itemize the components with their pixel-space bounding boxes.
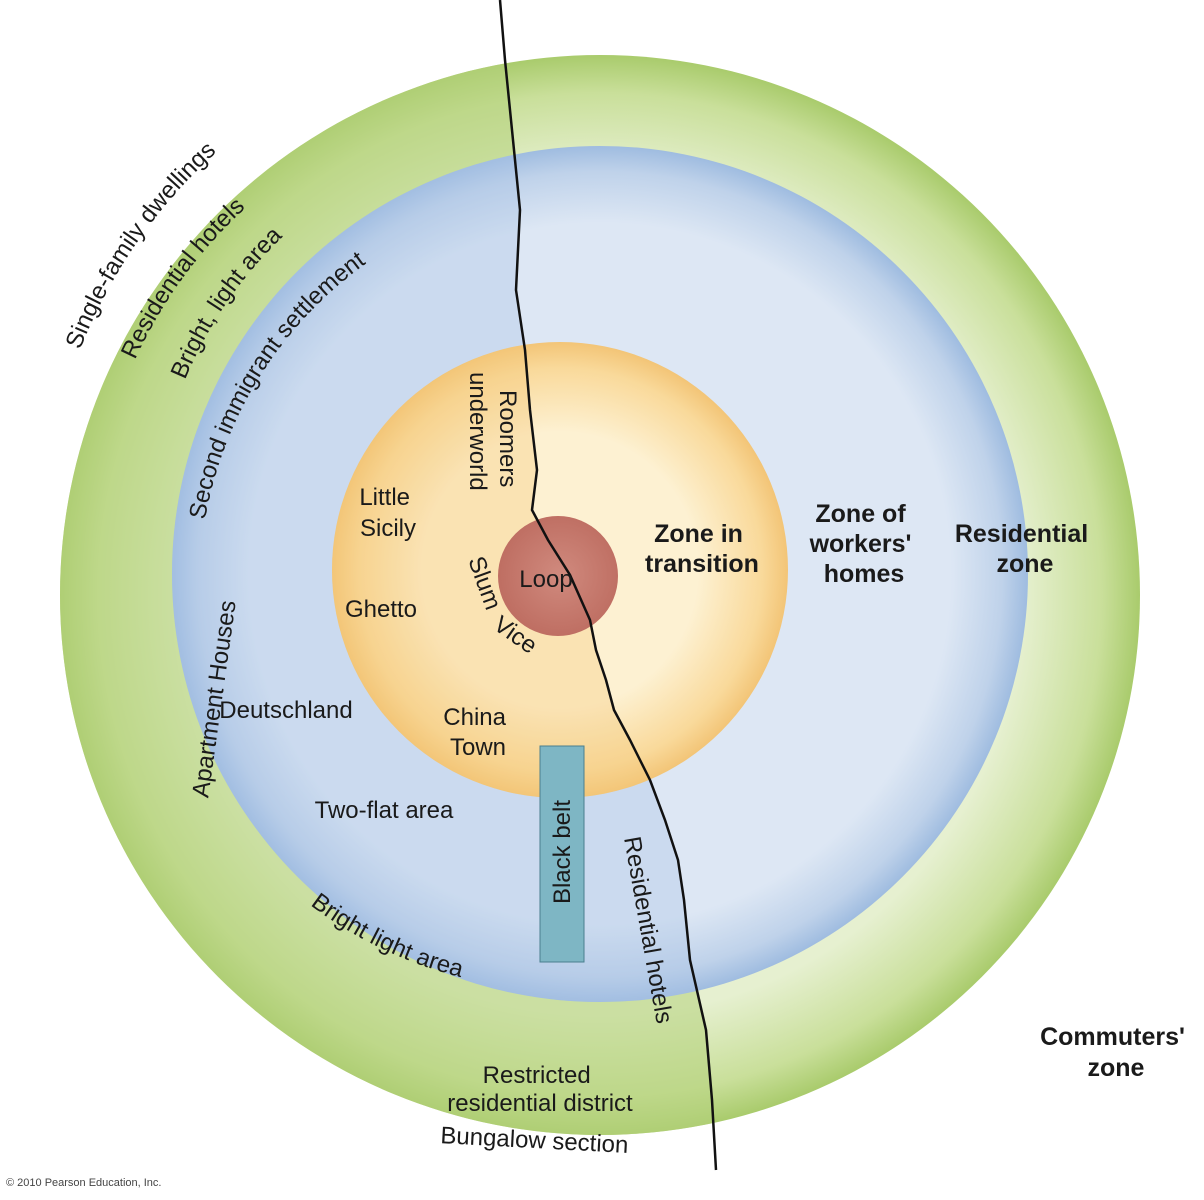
- roomers-label: Roomers: [494, 390, 521, 487]
- underworld-label: underworld: [464, 372, 491, 491]
- little-sicily-label: Little Sicily: [359, 484, 416, 542]
- ghetto-label: Ghetto: [345, 596, 417, 623]
- copyright-text: © 2010 Pearson Education, Inc.: [6, 1177, 161, 1189]
- restricted-district-label: Restricted residential district: [447, 1062, 633, 1117]
- zone-workers-label: Zone of workers' homes: [809, 500, 919, 588]
- black-belt-label: Black belt: [549, 800, 576, 904]
- two-flat-label: Two-flat area: [315, 797, 454, 824]
- lake-shore-line: [498, 0, 718, 1171]
- china-town-label: China Town: [443, 704, 512, 761]
- deutschland-label: Deutschland: [219, 697, 352, 724]
- zone-transition-label: Zone in transition: [645, 520, 759, 578]
- black-belt-rect: [539, 745, 585, 963]
- loop-label: Loop: [519, 566, 572, 593]
- zone-residential-label: Residential zone: [955, 520, 1095, 578]
- zone-commuters-label: Commuters' zone: [1040, 1023, 1192, 1082]
- loop-circle: [498, 516, 618, 636]
